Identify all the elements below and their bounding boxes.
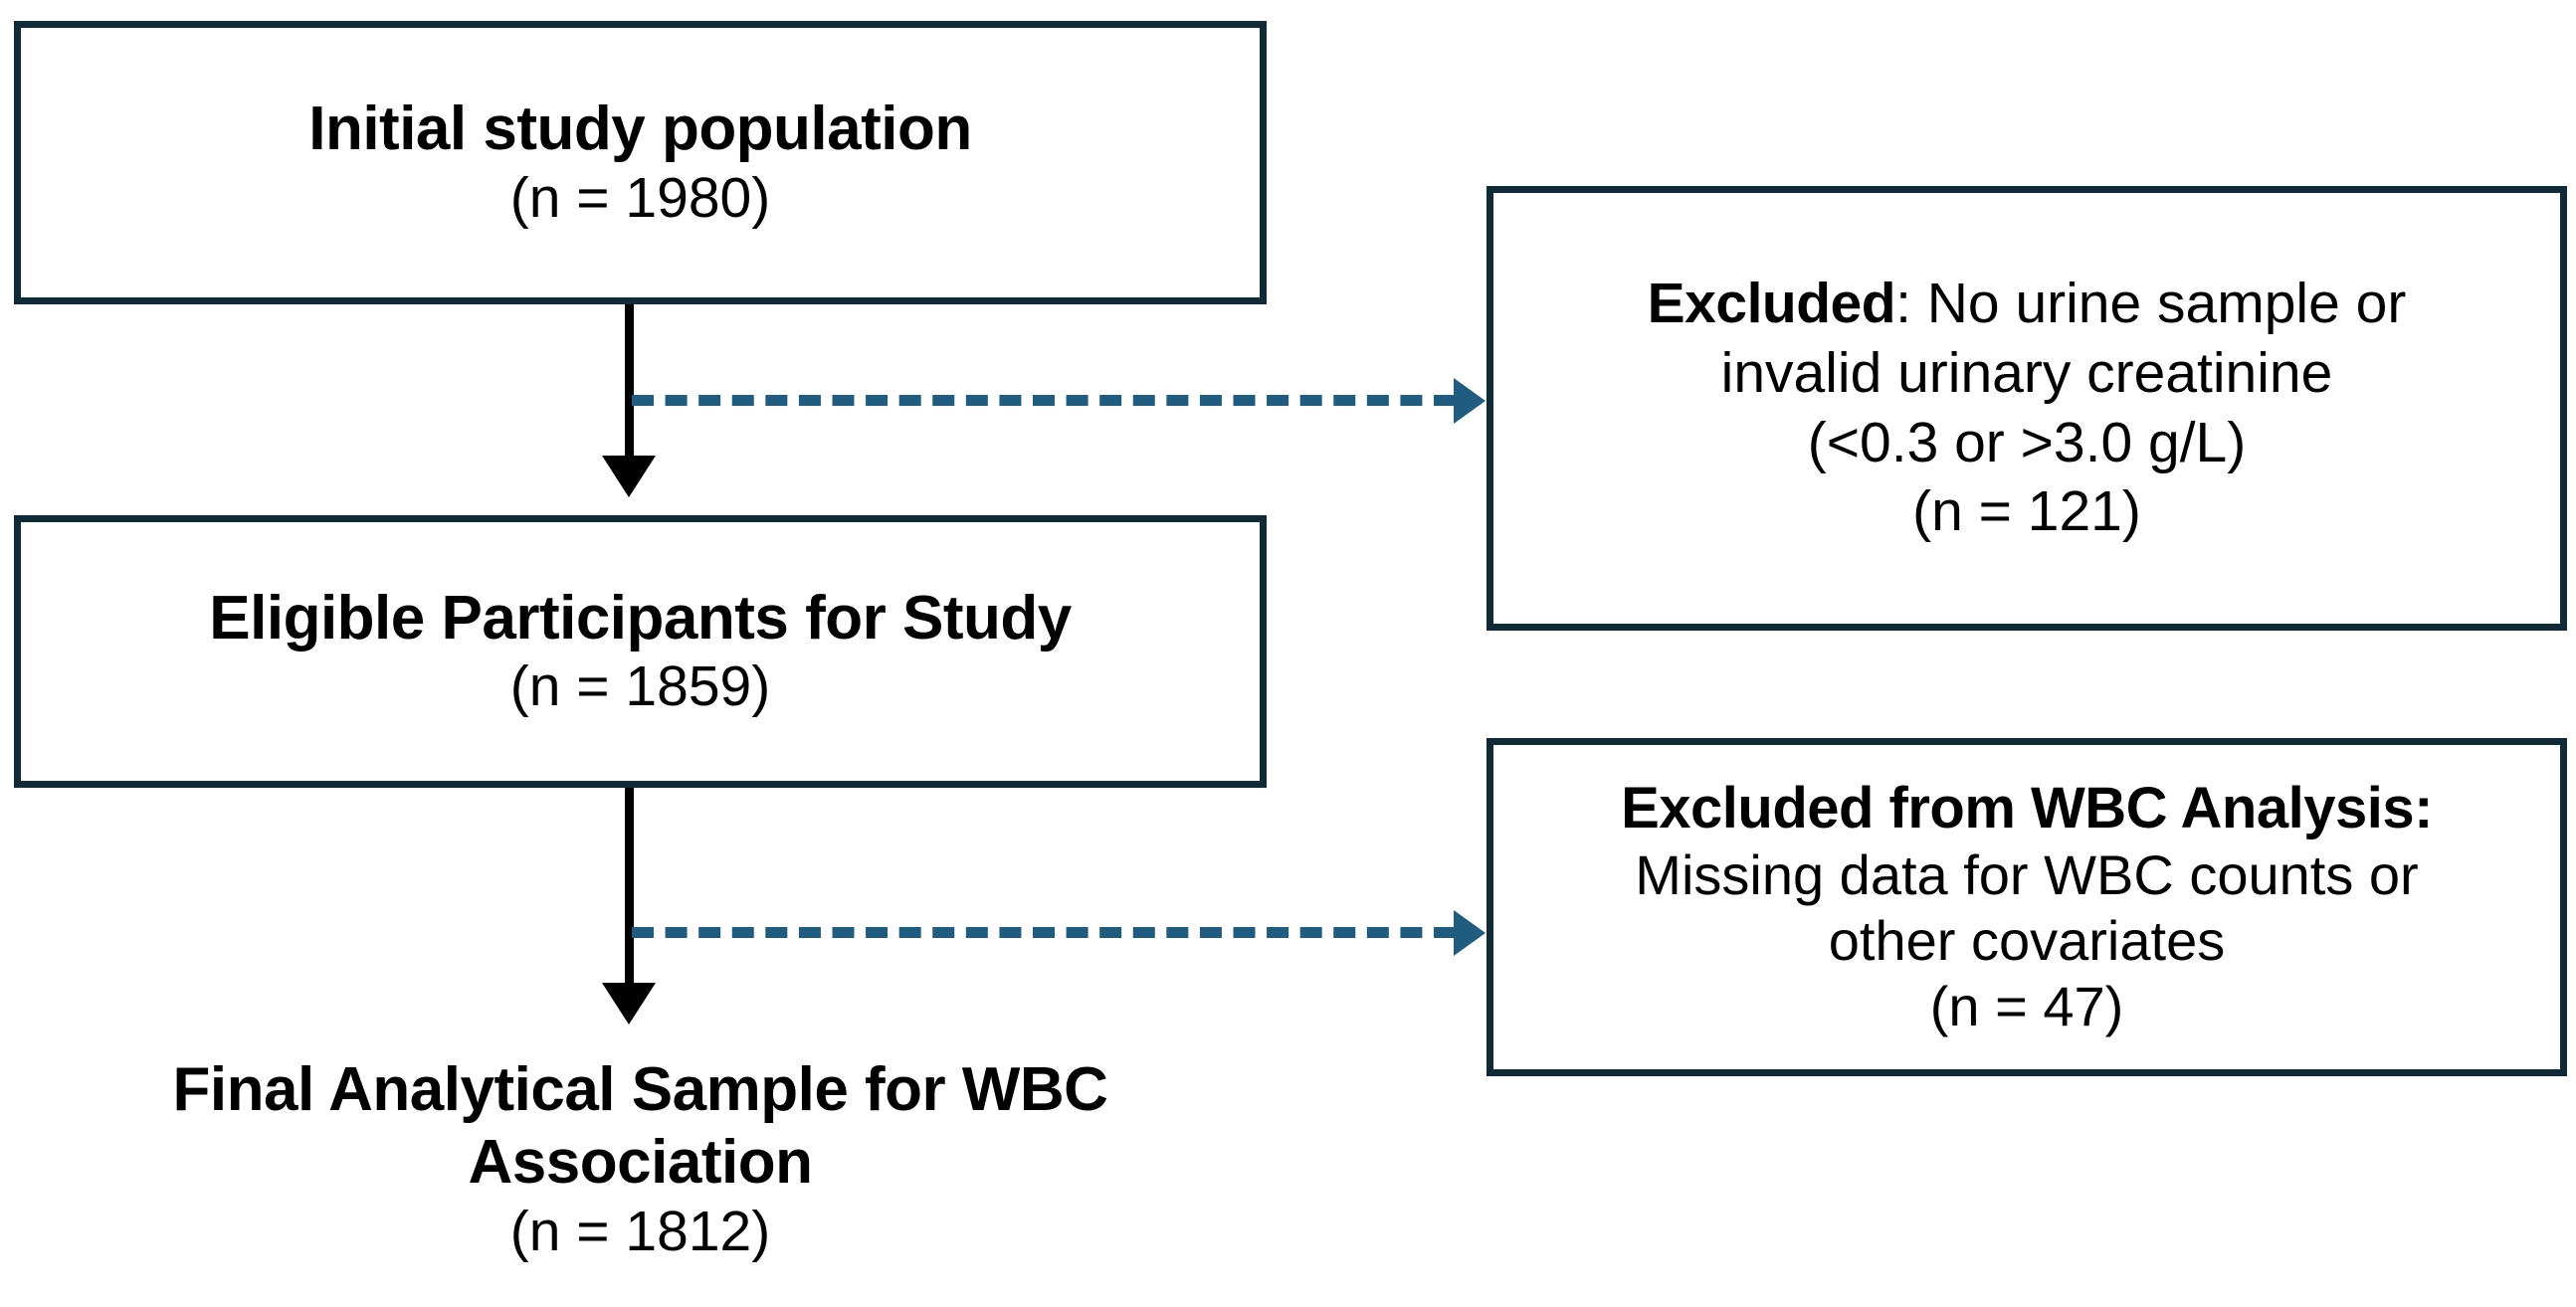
node-excluded-1-heading-line: Excluded: No urine sample or <box>1648 270 2407 339</box>
node-initial-study-population: Initial study population (n = 1980) <box>14 21 1267 304</box>
node-excluded-1-reason-line-1: No urine sample or <box>1926 272 2407 336</box>
node-eligible-title: Eligible Participants for Study <box>209 583 1072 653</box>
node-excluded-2-reason-line-1: Missing data for WBC counts or <box>1635 842 2419 906</box>
node-initial-title: Initial study population <box>308 94 972 164</box>
node-eligible-participants: Eligible Participants for Study (n = 185… <box>14 515 1267 788</box>
node-eligible-count: (n = 1859) <box>509 654 771 719</box>
node-excluded-2-reason-line-2: other covariates <box>1828 908 2226 972</box>
node-final-count: (n = 1812) <box>509 1200 771 1264</box>
arrowhead-down-icon-eligible-to-final <box>602 983 656 1025</box>
connector-eligible-to-final-line <box>625 788 634 986</box>
node-initial-count: (n = 1980) <box>509 165 771 230</box>
node-excluded-wbc-analysis: Excluded from WBC Analysis: Missing data… <box>1486 738 2567 1076</box>
node-excluded-1-count: (n = 121) <box>1912 479 2141 544</box>
arrowhead-down-icon-initial-to-eligible <box>602 456 656 497</box>
arrowhead-right-icon-excluded-1 <box>1454 378 1486 424</box>
node-final-analytical-sample: Final Analytical Sample for WBC Associat… <box>14 1054 1267 1293</box>
node-excluded-2-heading: Excluded from WBC Analysis: <box>1621 776 2433 841</box>
arrowhead-right-icon-excluded-2 <box>1454 910 1486 956</box>
node-excluded-1-heading: Excluded <box>1647 272 1896 336</box>
node-excluded-1-reason-line-2: invalid urinary creatinine <box>1720 340 2333 405</box>
node-excluded-2-count: (n = 47) <box>1929 974 2124 1037</box>
connector-initial-to-eligible-line <box>625 304 634 460</box>
connector-eligible-to-excluded-2-dashed-line <box>632 927 1456 938</box>
node-excluded-urine-sample: Excluded: No urine sample or invalid uri… <box>1486 186 2567 631</box>
connector-initial-to-excluded-1-dashed-line <box>632 395 1456 406</box>
node-excluded-1-criterion: (<0.3 or >3.0 g/L) <box>1807 410 2247 474</box>
node-final-title-line-1: Final Analytical Sample for WBC <box>172 1055 1108 1124</box>
node-final-title-line-2: Association <box>468 1127 813 1197</box>
node-excluded-1-heading-separator: : <box>1895 272 1911 336</box>
